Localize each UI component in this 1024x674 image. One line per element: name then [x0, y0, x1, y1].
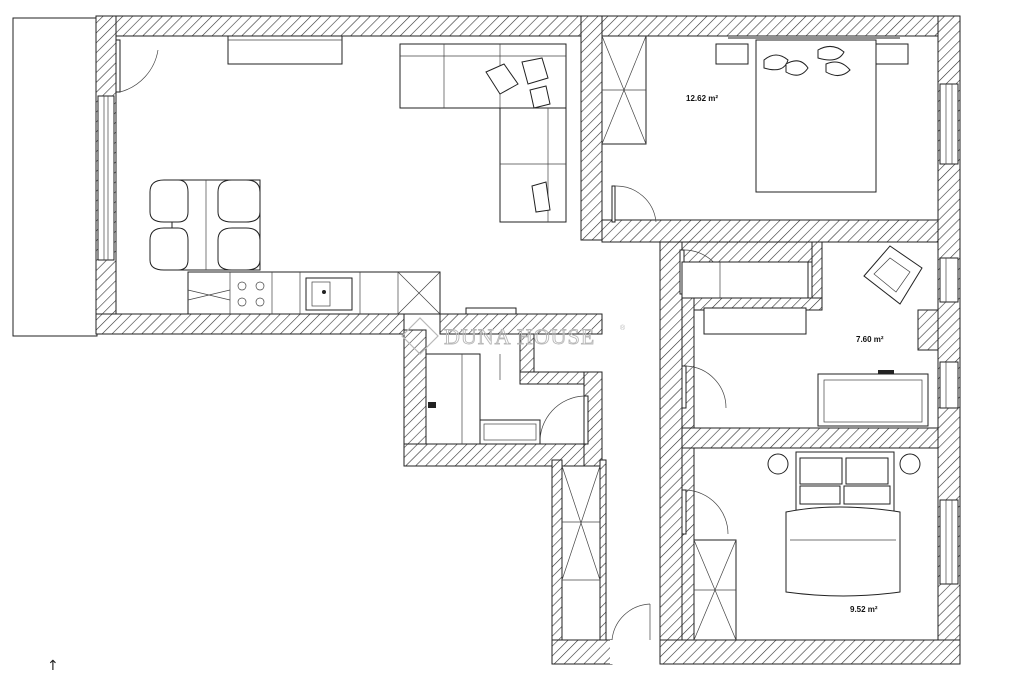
balcony [12, 17, 98, 337]
room-area-label-bedroom-2: 7.60 m² [856, 335, 884, 344]
windows [97, 35, 959, 585]
watermark-brand: DUNA HOUSE [444, 324, 595, 349]
north-arrow-icon: ↑ [47, 658, 59, 674]
walls [95, 15, 961, 665]
furniture [149, 35, 929, 641]
room-area-label-bedroom-1: 12.62 m² [686, 94, 718, 103]
watermark-registered: ® [620, 324, 626, 332]
room-area-label-bedroom-3: 9.52 m² [850, 605, 878, 614]
watermark: DUNA HOUSE ® [401, 317, 626, 355]
